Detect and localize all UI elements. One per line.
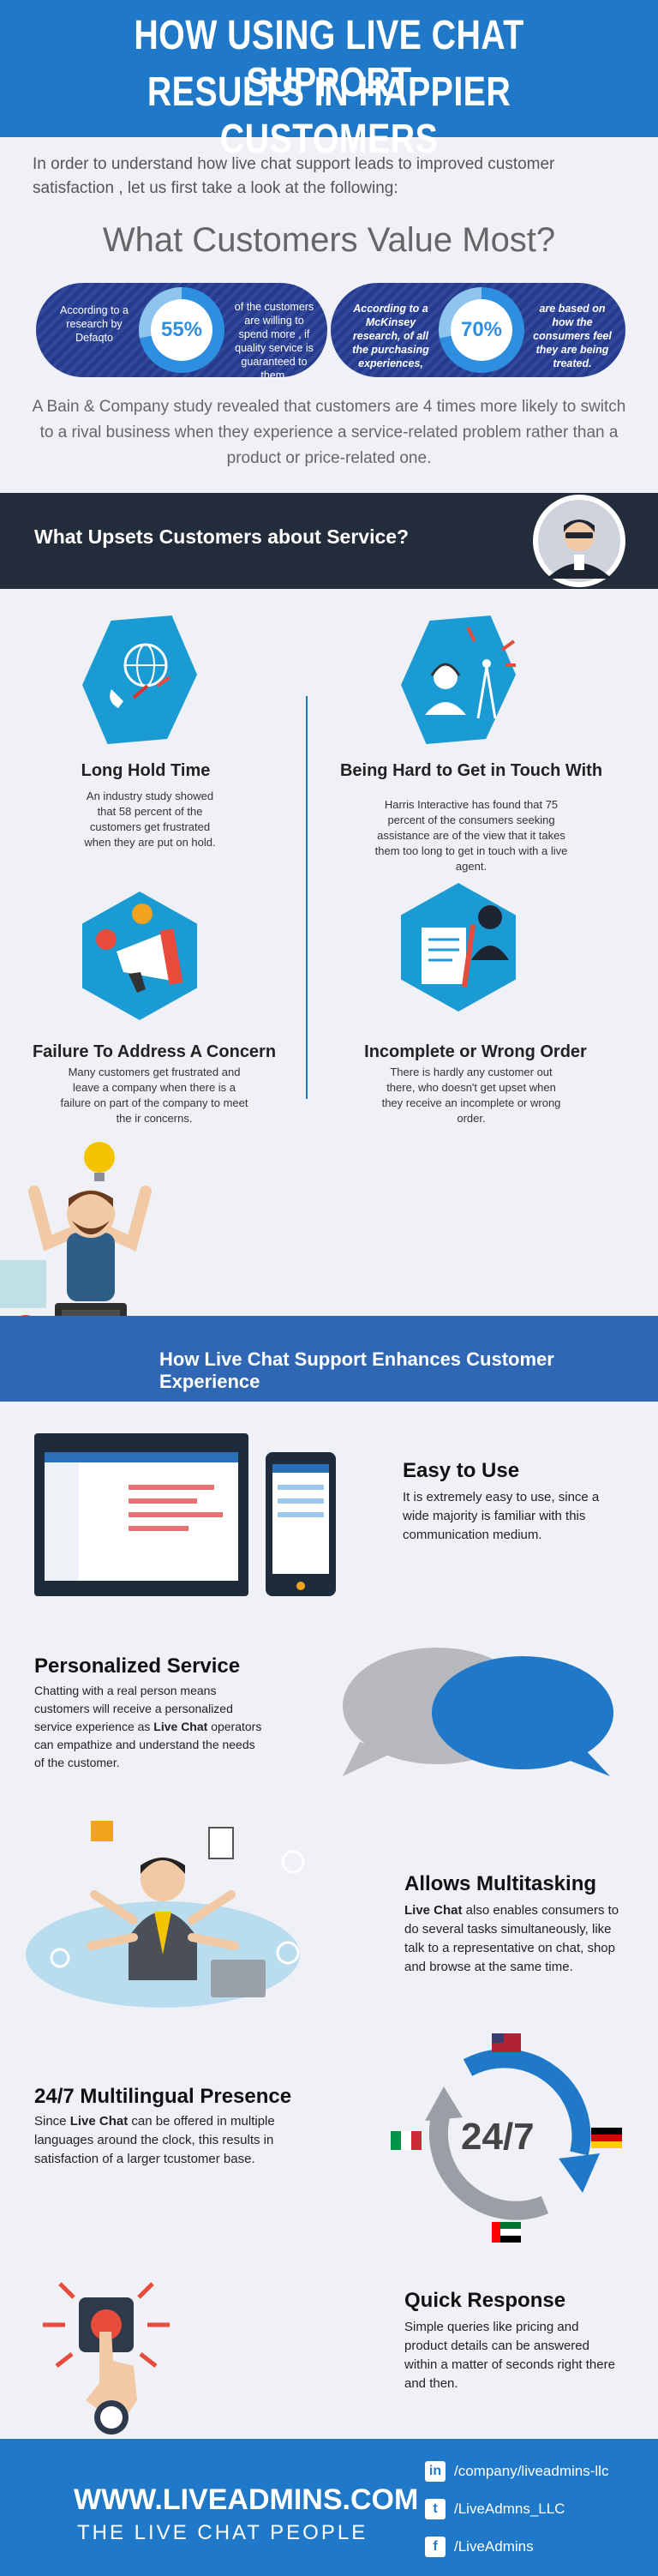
clock-label: 24/7 [461,2116,535,2158]
clock-24-7-illustration: 24/7 [391,2025,622,2248]
header-title-line2: RESULTS IN HAPPIER CUSTOMERS [147,69,511,162]
desktop-mobile-screens-illustration [34,1433,336,1596]
enhance-heading: How Live Chat Support Enhances Customer … [159,1348,554,1392]
bain-study-text: A Bain & Company study revealed that cus… [32,398,626,467]
upset-title: Being Hard to Get in Touch With [339,761,603,780]
linkedin-link[interactable]: /company/liveadmins-llc [454,2463,609,2479]
feature-body: Live Chat also enables consumers to do s… [404,1903,619,1974]
facebook-icon[interactable]: f [425,2537,446,2557]
businessman-avatar-icon [533,495,625,587]
phone-globe-icon [110,643,171,708]
feature-body: Since Live Chat can be offered in multip… [34,2114,275,2166]
hard-to-reach-illustration [401,615,516,744]
upset-title: Incomplete or Wrong Order [364,1042,587,1061]
support-agent-tower-icon [425,627,516,719]
upsets-heading: What Upsets Customers about Service? [34,525,410,548]
percent-value: 55% [151,299,212,361]
twitter-icon[interactable]: t [425,2499,446,2519]
footer-site[interactable]: WWW.LIVEADMINS.COM [74,2483,419,2516]
header-title-line1: HOW USING LIVE CHAT SUPPORT [134,13,524,105]
stat-right-text: of the customers are willing to spend mo… [234,301,314,381]
feature-title: 24/7 Multilingual Presence [34,2085,292,2108]
press-button-hand-illustration [43,2282,170,2435]
upset-title: Long Hold Time [81,761,211,780]
twitter-link[interactable]: /LiveAdmns_LLC [454,2501,565,2517]
footer: WWW.LIVEADMINS.COM THE LIVE CHAT PEOPLE … [0,2439,658,2576]
feature-body: It is extremely easy to use, since a wid… [403,1490,600,1542]
linkedin-icon[interactable]: in [425,2461,446,2482]
megaphone-icon [96,904,183,993]
enhance-band: How Live Chat Support Enhances Customer … [0,1316,658,1402]
upset-title: Failure To Address A Concern [32,1042,277,1061]
intro-text: In order to understand how live chat sup… [33,155,555,197]
upsets-band: What Upsets Customers about Service? [0,493,658,589]
feature-title: Easy to Use [403,1459,520,1482]
order-form-agent-icon [422,905,509,988]
feature-body: Chatting with a real person means custom… [34,1684,262,1769]
feature-title: Personalized Service [34,1654,241,1678]
multitasking-man-illustration [26,1821,305,2008]
wrong-order-illustration [401,883,516,1012]
stat-pill-defaqto: According to a research by Defaqto 55% o… [36,283,327,381]
stat-left-text: According to a McKinsey research, of all… [352,303,429,369]
long-hold-time-illustration [82,615,197,744]
stat-pill-mckinsey: According to a McKinsey research, of all… [331,283,625,377]
value-heading: What Customers Value Most? [102,221,556,259]
stat-right-text: are based on how the consumers feel they… [533,303,612,369]
stat-left-text: According to a research by Defaqto [60,304,129,344]
feature-body: Simple queries like pricing and product … [404,2320,615,2391]
upset-body: An industry study showed that 58 percent… [84,790,216,849]
failure-concern-illustration [82,892,197,1020]
upset-body: There is hardly any customer out there, … [381,1066,561,1125]
percent-value: 70% [451,299,512,361]
feature-title: Quick Response [404,2289,566,2312]
grid-divider [306,696,308,1099]
speech-bubbles-icon [343,1648,613,1776]
upset-body: Many customers get frustrated and leave … [60,1066,248,1125]
upset-body: Harris Interactive has found that 75 per… [374,798,568,873]
feature-title: Allows Multitasking [404,1872,597,1895]
cycle-arrows-icon [391,2033,622,2243]
percent-ring: 70% [439,287,524,373]
percent-ring: 55% [139,287,224,373]
header-banner: HOW USING LIVE CHAT SUPPORT RESULTS IN H… [0,0,658,162]
facebook-link[interactable]: /LiveAdmins [454,2538,534,2555]
footer-tagline: THE LIVE CHAT PEOPLE [77,2521,368,2544]
